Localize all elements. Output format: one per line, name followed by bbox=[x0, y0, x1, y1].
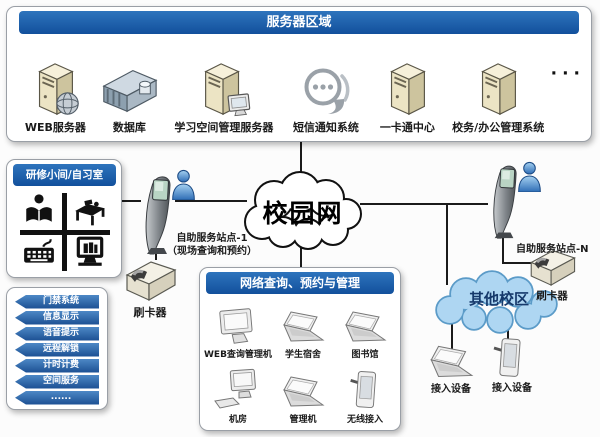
node-library: 图书馆 bbox=[334, 296, 396, 362]
user-icon bbox=[517, 161, 542, 192]
card-reader-icon bbox=[524, 246, 580, 288]
other-campus-cloud bbox=[428, 268, 570, 334]
node-wireless-access: 无线接入 bbox=[334, 362, 396, 428]
more-servers-dots: ··· bbox=[550, 64, 585, 84]
server-icon-row: WEB服务器 数据库 bbox=[17, 43, 585, 135]
line-kiosk1-to-cloud bbox=[175, 200, 247, 202]
feature-tag: 语音提示 bbox=[15, 327, 99, 341]
sms-bubbles-icon bbox=[298, 62, 354, 118]
node-admin-machine: 管理机 bbox=[272, 362, 334, 428]
feature-tag: 空间服务 bbox=[15, 375, 99, 389]
net-label: 机房 bbox=[228, 415, 247, 425]
computer-books-icon bbox=[73, 235, 107, 269]
network-mgmt-title: 网络查询、预约与管理 bbox=[206, 272, 394, 294]
kiosk-1-icon bbox=[137, 166, 177, 256]
server-area-panel: 服务器区域 WEB服务器 bbox=[6, 6, 592, 142]
network-mgmt-panel: 网络查询、预约与管理 WEB查询管理机 bbox=[199, 267, 401, 431]
study-desk-icon bbox=[73, 194, 107, 228]
access-device-laptop-icon bbox=[424, 344, 478, 382]
net-label: 图书馆 bbox=[351, 349, 379, 360]
node-web-query: WEB查询管理机 bbox=[204, 296, 272, 362]
node-office-server: 校务/办公管理系统 bbox=[446, 60, 551, 135]
office-server-icon bbox=[472, 60, 524, 118]
laptop-icon bbox=[277, 309, 329, 347]
kiosk-1-label: 自助服务站点-1 bbox=[176, 233, 248, 244]
card-reader-right-label: 刷卡器 bbox=[536, 290, 568, 302]
server-label: 数据库 bbox=[112, 121, 146, 134]
feature-tag: 计时计费 bbox=[15, 359, 99, 373]
kiosk-N-label: 自助服务站点-N bbox=[516, 244, 589, 255]
card-reader-left-label: 刷卡器 bbox=[133, 306, 167, 319]
node-learning-space-server: 学习空间管理服务器 bbox=[165, 60, 283, 135]
net-label: 无线接入 bbox=[346, 415, 383, 425]
grid-divider-v bbox=[62, 193, 67, 271]
server-area-title: 服务器区域 bbox=[19, 11, 579, 34]
kiosk-1-note: （现场查询和预约） bbox=[167, 246, 257, 257]
server-label: 短信通知系统 bbox=[292, 121, 359, 134]
node-sms-system: 短信通知系统 bbox=[283, 62, 369, 135]
server-label: WEB服务器 bbox=[24, 121, 86, 134]
study-room-panel: 研修小间/自习室 bbox=[6, 159, 122, 278]
learning-space-server-icon bbox=[194, 60, 254, 118]
line-othercampus-to-laptop bbox=[451, 315, 453, 350]
feature-tag: 信息显示 bbox=[15, 311, 99, 325]
net-label: 管理机 bbox=[289, 415, 317, 425]
server-label: 校务/办公管理系统 bbox=[452, 121, 545, 134]
card-reader-icon bbox=[119, 257, 181, 303]
card-center-server-icon bbox=[381, 60, 433, 118]
feature-tag: ...... bbox=[15, 391, 99, 405]
access-device-label: 接入设备 bbox=[492, 383, 532, 394]
monitor-icon bbox=[215, 305, 261, 347]
line-kioskN-down bbox=[502, 236, 504, 264]
node-card-center: 一卡通中心 bbox=[369, 60, 446, 135]
node-computer-room: 机房 bbox=[204, 362, 272, 428]
line-studyroom-to-kiosk1 bbox=[121, 200, 141, 202]
laptop-icon bbox=[277, 374, 329, 412]
keyboard-icon bbox=[22, 235, 56, 269]
access-device-handheld-icon bbox=[492, 335, 526, 381]
handheld-icon bbox=[349, 368, 381, 412]
net-label: WEB查询管理机 bbox=[204, 349, 272, 360]
node-database: 数据库 bbox=[94, 62, 165, 135]
campus-network-cloud bbox=[236, 170, 370, 252]
feature-tag-list: 门禁系统 信息显示 语音提示 远程解锁 计时计费 空间服务 ...... bbox=[6, 287, 108, 410]
line-branch-to-othercampus bbox=[446, 203, 448, 285]
reading-person-icon bbox=[22, 192, 56, 226]
server-label: 一卡通中心 bbox=[379, 121, 435, 134]
line-servers-to-cloud bbox=[300, 142, 302, 184]
user-icon bbox=[171, 169, 196, 200]
line-kioskN-to-reader bbox=[502, 262, 532, 264]
server-label: 学习空间管理服务器 bbox=[174, 121, 274, 134]
laptop-icon bbox=[339, 309, 391, 347]
network-mgmt-grid: WEB查询管理机 学生宿舍 bbox=[204, 296, 396, 427]
web-server-icon bbox=[26, 60, 84, 118]
node-web-server: WEB服务器 bbox=[17, 60, 94, 135]
net-label: 学生宿舍 bbox=[284, 349, 321, 360]
node-student-dorm: 学生宿舍 bbox=[272, 296, 334, 362]
desktop-pc-icon bbox=[213, 368, 263, 412]
campus-network-label: 校园网 bbox=[262, 199, 344, 228]
access-device-label: 接入设备 bbox=[431, 384, 471, 395]
other-campus-label: 其他校区 bbox=[468, 290, 529, 308]
feature-tag: 门禁系统 bbox=[15, 295, 99, 309]
line-cloud-to-netbox bbox=[300, 240, 302, 268]
kiosk-N-icon bbox=[485, 156, 523, 240]
study-room-title: 研修小间/自习室 bbox=[13, 164, 116, 186]
feature-tag: 远程解锁 bbox=[15, 343, 99, 357]
line-cloud-to-kioskN bbox=[360, 203, 488, 205]
database-rack-icon bbox=[98, 62, 160, 118]
